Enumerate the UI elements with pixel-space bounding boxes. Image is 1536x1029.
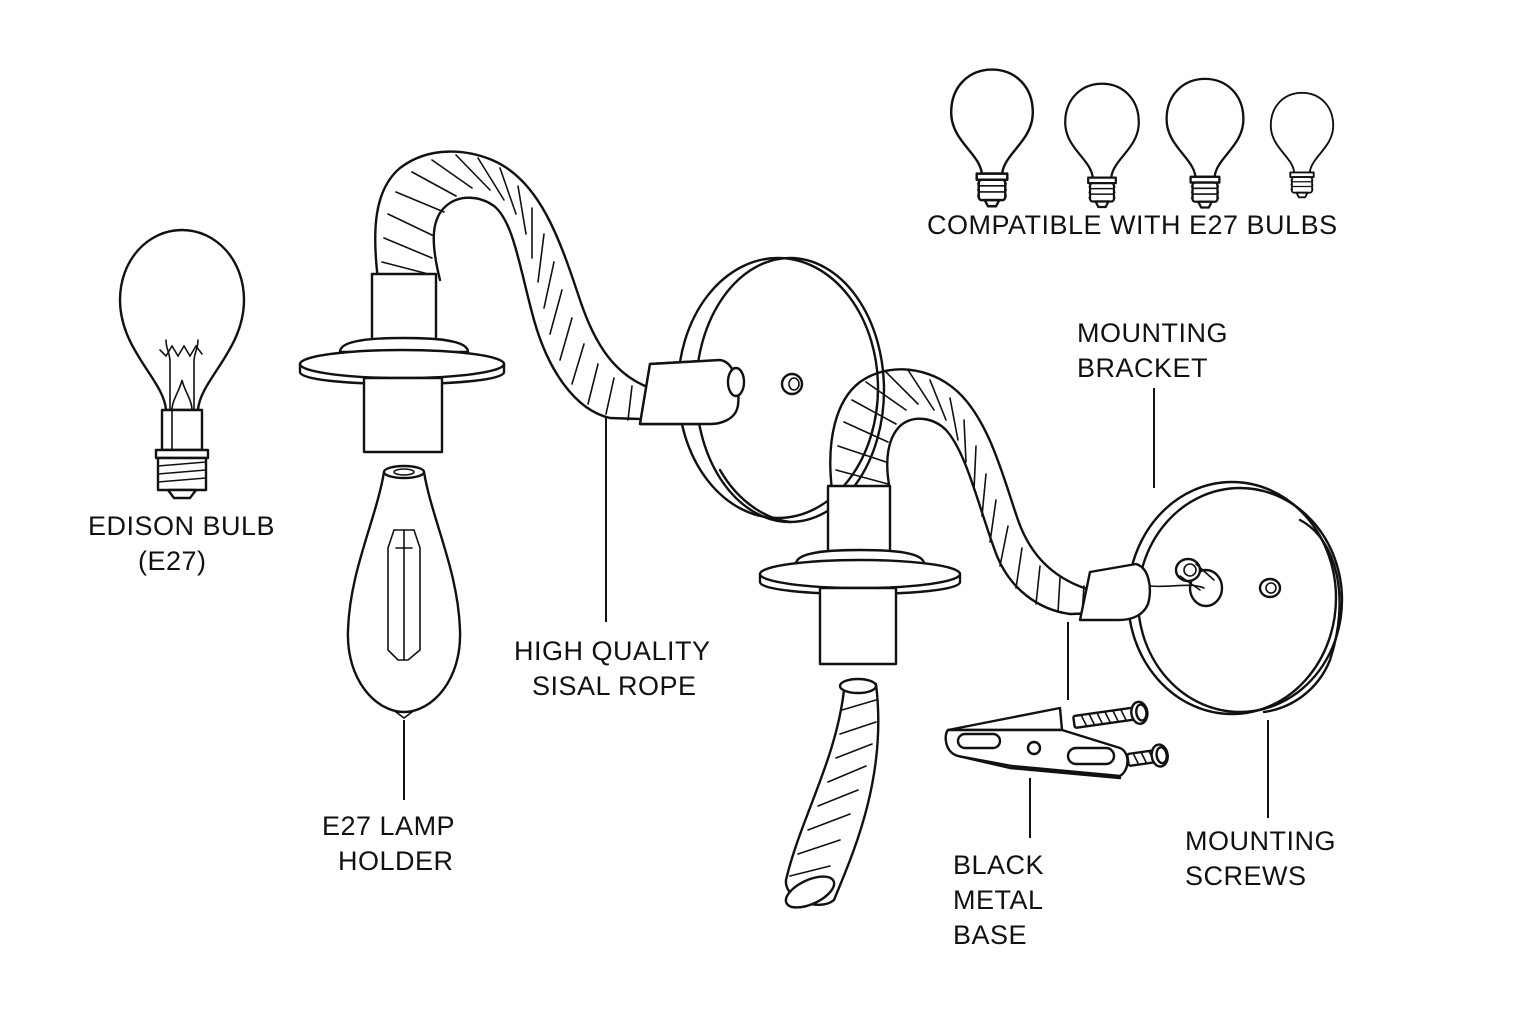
compatible-label: COMPATIBLE WITH E27 BULBS bbox=[927, 210, 1338, 240]
loose-rope-end bbox=[784, 677, 880, 909]
rope-label-1: HIGH QUALITY bbox=[514, 636, 711, 666]
left-lamp-holder-cup bbox=[298, 272, 506, 454]
rope-label-2: SISAL ROPE bbox=[532, 671, 697, 701]
screws-label-1: MOUNTING bbox=[1185, 826, 1336, 856]
compatible-bulb-3-icon bbox=[1165, 77, 1245, 209]
mounting-screw-1-icon bbox=[1071, 699, 1151, 735]
screws-label-2: SCREWS bbox=[1185, 861, 1307, 891]
edison-bulb-label-1: EDISON BULB bbox=[88, 511, 275, 541]
mounting-screw-2-icon bbox=[1126, 743, 1169, 768]
base-label-3: BASE bbox=[953, 920, 1027, 950]
left-wall-plate bbox=[638, 256, 886, 524]
lamp-holder-label-1: E27 LAMP bbox=[322, 811, 455, 841]
bracket-label-1: MOUNTING bbox=[1077, 318, 1228, 348]
right-wall-plate bbox=[1126, 480, 1344, 716]
bracket-label-2: BRACKET bbox=[1077, 353, 1208, 383]
base-label-2: METAL bbox=[953, 885, 1044, 915]
compatible-bulb-2-icon bbox=[1064, 82, 1140, 209]
compatible-bulb-1-icon bbox=[949, 68, 1035, 208]
edison-filament-bulb-icon bbox=[346, 464, 462, 719]
compatible-bulb-4-icon bbox=[1269, 91, 1335, 199]
metal-bracket bbox=[944, 706, 1129, 780]
right-lamp-holder-cup bbox=[758, 484, 962, 666]
base-label-1: BLACK bbox=[953, 850, 1044, 880]
right-rope-arm bbox=[829, 368, 1205, 622]
lamp-holder-label-2: HOLDER bbox=[338, 846, 454, 876]
edison-bulb-icon bbox=[118, 228, 246, 500]
compatible-bulbs-group bbox=[949, 68, 1335, 209]
edison-bulb-label-2: (E27) bbox=[138, 546, 207, 576]
